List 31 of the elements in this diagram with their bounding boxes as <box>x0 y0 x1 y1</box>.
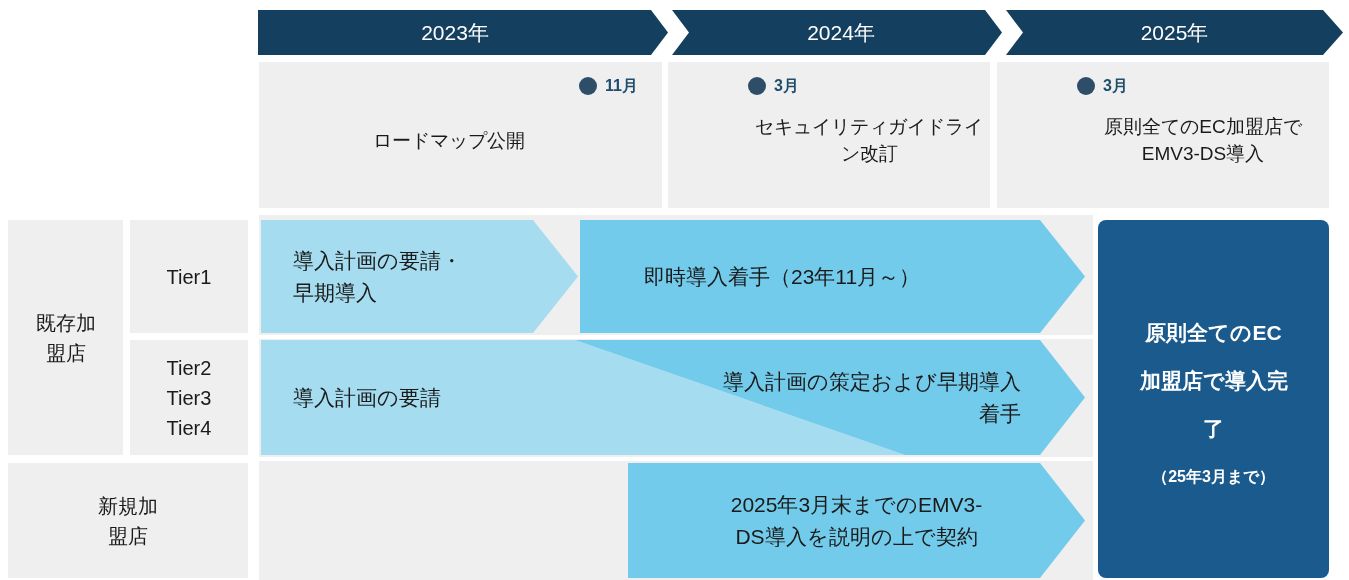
year-label: 2023年 <box>421 19 489 46</box>
header-text: 既存加盟店 <box>34 310 97 366</box>
milestone-text: 原則全てのEC加盟店でEMV3-DS導入 <box>1103 115 1303 166</box>
goal-text: 原則全てのEC加盟店で導入完了 <box>1138 319 1289 443</box>
year-label: 2025年 <box>1140 19 1209 46</box>
milestone-cell <box>668 62 990 208</box>
goal-note: （25年3月まで） <box>1152 467 1275 488</box>
year-banner <box>672 10 1002 55</box>
year-label: 2024年 <box>807 19 875 46</box>
arrow-text: 導入計画の策定および早期導入着手 <box>722 369 1021 427</box>
header-text: Tier2 Tier3 Tier4 <box>165 355 213 441</box>
arrow-text: 即時導入着手（23年11月～） <box>644 263 922 290</box>
arrow-shape <box>628 463 1085 578</box>
arrow-shape <box>575 340 1085 455</box>
arrow-shape <box>580 220 1085 333</box>
header-text: Tier1 <box>165 264 213 290</box>
milestone-text: ロードマップ公開 <box>372 128 525 153</box>
year-banner <box>258 10 668 55</box>
arrow-text: 2025年3月末までのEMV3-DS導入を説明の上で契約 <box>729 492 984 550</box>
header-text: 新規加盟店 <box>97 493 159 549</box>
year-banner <box>1006 10 1343 55</box>
month-label: 11月 <box>605 76 638 96</box>
arrow-text: 導入計画の要請・早期導入 <box>293 248 463 306</box>
goal-box <box>1098 220 1329 578</box>
month-label: 3月 <box>1103 76 1128 96</box>
milestone-cell <box>259 62 662 208</box>
arrow-shape <box>261 220 578 333</box>
month-label: 3月 <box>774 76 799 96</box>
arrow-text: 導入計画の要請 <box>293 384 442 411</box>
milestone-cell <box>997 62 1329 208</box>
milestone-text: セキュイリティガイドライン改訂 <box>754 115 984 166</box>
